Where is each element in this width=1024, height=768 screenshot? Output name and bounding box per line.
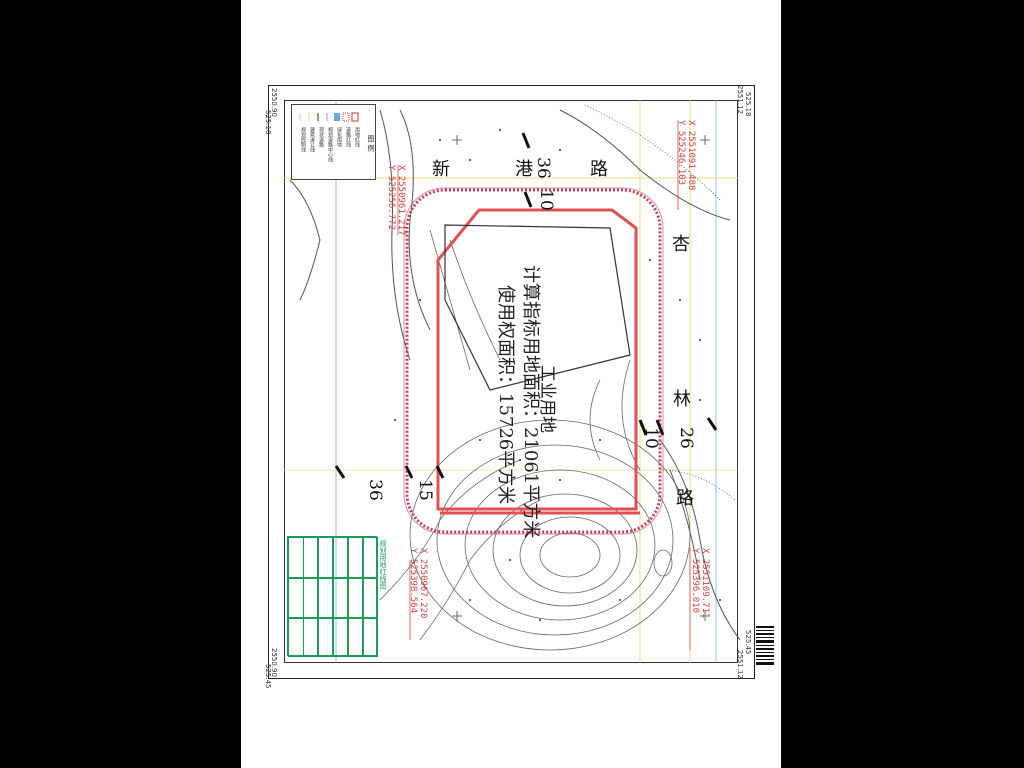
dimension-ticks (334, 132, 718, 479)
dim-15-left: 15 (414, 479, 435, 501)
scarp-marks (584, 104, 736, 501)
info-table (287, 536, 378, 657)
legend-row: 绿化用地 (336, 127, 342, 147)
table-title: 规划用地红线图 (379, 540, 387, 589)
road-lines (289, 109, 741, 641)
dim-10-top: 10 (535, 189, 556, 211)
road-label-lin: 林 (673, 389, 691, 410)
barcode (756, 626, 774, 665)
parcel-boundary (436, 208, 638, 511)
legend-row: 规划控制线 (300, 127, 306, 152)
legend-row: 道路红线 (345, 127, 351, 147)
legend-row: 建筑退让线 (309, 127, 315, 152)
dim-26-right: 26 (675, 427, 696, 449)
legend-row: 用地红线 (354, 127, 360, 147)
corner-coord-tr-x: 2551.12 (736, 85, 744, 114)
road-label-xing: 杏 (672, 234, 690, 255)
legend-title: 图 例 (367, 135, 375, 152)
coord-tl-x: X 2550961.217 (396, 165, 406, 236)
coord-br-y: Y 525396.010 (690, 548, 700, 614)
corner-coord-bl-y: 525.45 (264, 664, 272, 689)
legend-row: 规划道路中心线 (327, 127, 333, 162)
crosshair-marks (452, 135, 710, 621)
corner-coord-tr-y: 525.18 (744, 92, 752, 117)
legend-swatches (299, 112, 359, 122)
coord-tl-y: Y 525256.772 (386, 165, 396, 231)
dim-36-top: 36 (532, 157, 553, 179)
legend-row: 现状道路 (318, 127, 324, 147)
map-inner-frame (284, 100, 738, 663)
coord-bl-x: X 2550967.220 (418, 548, 428, 619)
parcel-calc-area: 计算指标用地面积：21061平方米 (520, 265, 541, 539)
map-outer-frame (268, 85, 755, 679)
parcel-use-area: 使用权面积：15726平方米 (495, 285, 516, 505)
road-label-xin: 新 (432, 159, 450, 180)
dim-10-right: 10 (640, 427, 661, 449)
road-label-lu-top: 路 (590, 159, 608, 180)
corner-coord-br-x: 2551.12 (736, 650, 744, 679)
coord-tr-x: X 2551091.488 (686, 120, 696, 191)
coord-leaders (397, 120, 691, 650)
dotted-boundary (405, 188, 662, 534)
corner-coord-tl-y: 525.18 (264, 110, 272, 135)
corner-coord-br-y: 525.45 (744, 630, 752, 655)
building-outline (444, 224, 631, 391)
legend: 图 例 用地红线 道路红线 绿化用地 规划道路中心线 现状道路 建筑退让线 规划… (291, 104, 376, 180)
dim-36-left: 36 (364, 479, 385, 501)
coord-tr-y: Y 525246.103 (676, 120, 686, 186)
survey-marks (394, 129, 721, 621)
road-label-gang: 港 (515, 159, 533, 180)
coord-bl-y: Y 525398.564 (408, 548, 418, 614)
road-label-lu-right: 路 (676, 488, 694, 509)
coord-br-x: X 2551109.711 (700, 548, 710, 619)
